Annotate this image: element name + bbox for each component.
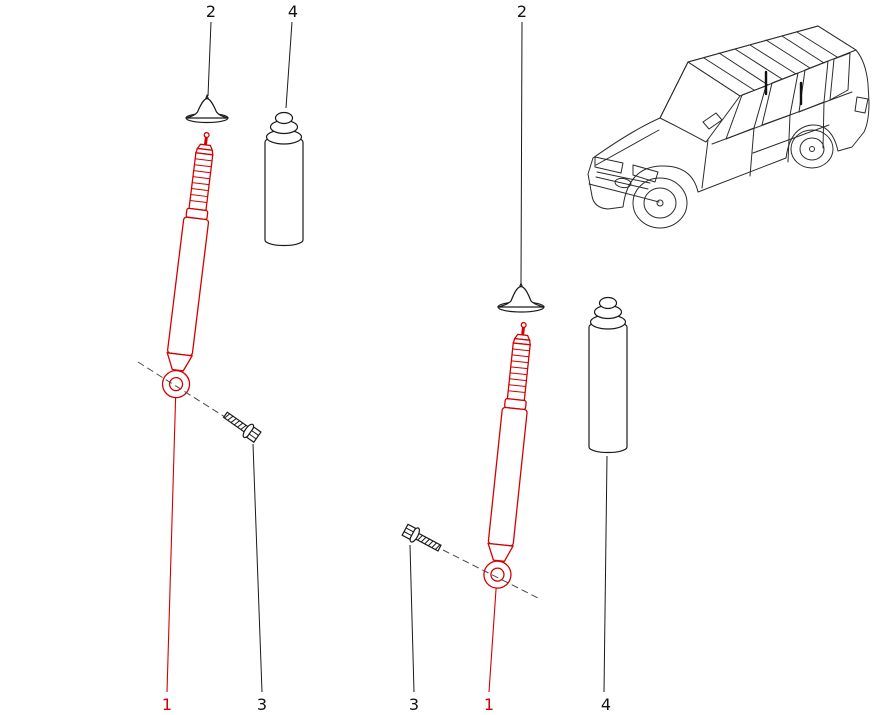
callout-line-4-left (285, 21, 293, 109)
shock-absorber-right (483, 321, 531, 589)
callout-1-right: 1 (484, 695, 494, 714)
protective-cap-right (497, 281, 545, 313)
mounting-bolt-left (222, 411, 262, 444)
callout-3-left: 3 (257, 695, 267, 714)
axis-dashed-line-right (442, 549, 541, 600)
rear-wheel (790, 129, 834, 169)
bump-stop-boot-right (588, 296, 628, 454)
callout-3-right: 3 (409, 695, 419, 714)
mounting-bolt-right (401, 523, 442, 552)
callout-2-left: 2 (206, 2, 216, 21)
callout-4-right: 4 (601, 695, 611, 714)
callout-line-1-left (166, 383, 177, 693)
protective-cap-left (185, 93, 229, 124)
callout-4-left: 4 (288, 2, 298, 21)
callout-line-4-right (603, 455, 608, 693)
bump-stop-boot-left (264, 111, 304, 247)
callout-line-3-left (252, 443, 263, 693)
callout-1-left: 1 (162, 695, 172, 714)
callout-line-1-right (488, 574, 498, 693)
callout-line-2-left (207, 21, 212, 97)
shock-absorber-left (161, 131, 214, 399)
front-wheel (632, 177, 688, 229)
callout-line-3-right (409, 544, 415, 693)
axis-dashed-line-left (137, 361, 237, 425)
callout-line-2-right (520, 21, 523, 284)
vehicle-illustration (587, 25, 870, 229)
callout-2-right: 2 (517, 2, 527, 21)
